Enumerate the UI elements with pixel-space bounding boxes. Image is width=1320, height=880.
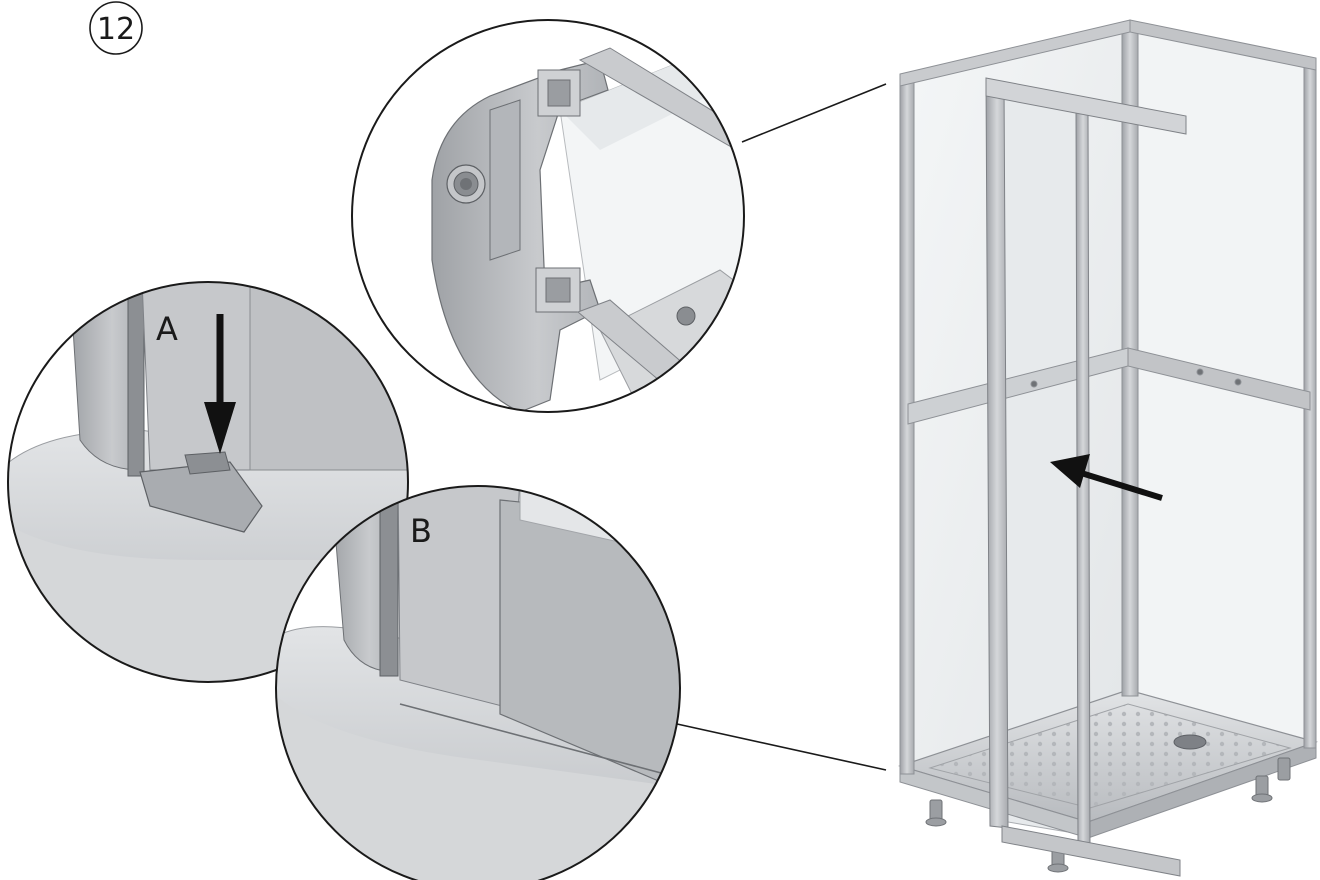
step-number-badge: 12 [89, 1, 143, 55]
detail-circle-b: B [275, 485, 681, 880]
step-number: 12 [97, 12, 135, 47]
frame-profiles [899, 19, 1317, 775]
leader-line-bottom [667, 721, 887, 771]
shower-cabin [898, 19, 1319, 877]
callout-b-label: B [410, 512, 432, 550]
arrow-left-icon [1050, 454, 1163, 501]
callout-a-label: A [156, 310, 178, 348]
leader-line-top [741, 83, 887, 143]
detail-circle-profile [351, 19, 745, 413]
arrow-down-icon [204, 314, 236, 454]
